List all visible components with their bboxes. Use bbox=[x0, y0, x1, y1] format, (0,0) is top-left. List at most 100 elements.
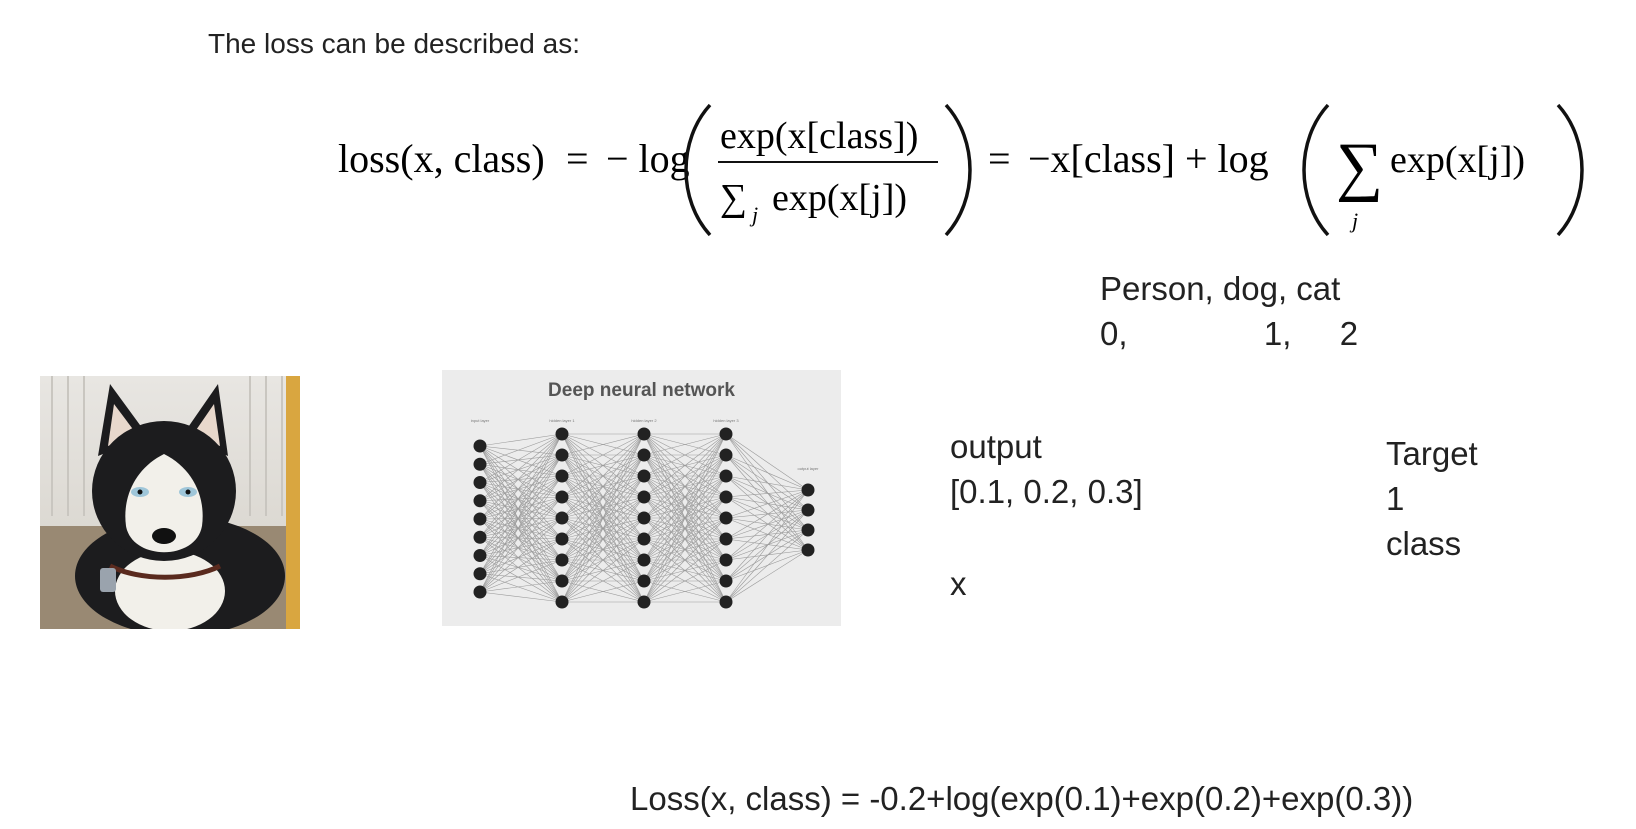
network-edge bbox=[479, 555, 563, 603]
network-edge bbox=[479, 475, 563, 538]
network-edge bbox=[725, 529, 809, 603]
network-edge bbox=[479, 475, 563, 574]
network-edge bbox=[479, 573, 563, 603]
network-node bbox=[555, 490, 569, 504]
network-edge bbox=[725, 538, 809, 551]
network-node bbox=[801, 503, 815, 517]
network-edge bbox=[479, 433, 563, 447]
network-layer-label: hidden layer 2 bbox=[631, 418, 657, 423]
network-edge bbox=[479, 454, 563, 556]
network-edge bbox=[725, 489, 809, 561]
network-layer-label: hidden layer 1 bbox=[549, 418, 575, 423]
formula-sum-rest: exp(x[j]) bbox=[1390, 139, 1525, 181]
network-node bbox=[555, 511, 569, 525]
network-layer-label: input layer bbox=[471, 418, 490, 423]
network-edge bbox=[479, 500, 563, 603]
network-edge bbox=[725, 475, 809, 511]
class-index-person: 0, bbox=[1100, 315, 1128, 352]
formula-sum-symbol: ∑ bbox=[1336, 130, 1383, 203]
network-edge bbox=[725, 517, 809, 551]
network-node bbox=[473, 494, 487, 508]
network-edge bbox=[479, 559, 563, 575]
network-edge bbox=[643, 580, 727, 603]
formula-numerator: exp(x[class]) bbox=[720, 115, 918, 157]
network-edge bbox=[479, 555, 563, 561]
network-edge bbox=[479, 555, 563, 582]
network-edge bbox=[479, 496, 563, 502]
dog-illustration bbox=[40, 376, 300, 629]
formula-lhs: loss(x, class) bbox=[338, 136, 545, 181]
network-edge bbox=[479, 482, 563, 582]
loss-formula: loss(x, class) = − log exp(x[class]) ∑ j… bbox=[338, 100, 1628, 240]
network-node bbox=[719, 427, 733, 441]
network-node bbox=[719, 574, 733, 588]
network-node bbox=[637, 574, 651, 588]
network-edge bbox=[479, 573, 563, 582]
network-edge bbox=[479, 433, 563, 574]
network-edge bbox=[479, 518, 563, 561]
network-node bbox=[555, 427, 569, 441]
network-edge bbox=[479, 517, 563, 593]
network-edge bbox=[725, 496, 809, 551]
network-edge bbox=[725, 529, 809, 582]
network-node bbox=[719, 511, 733, 525]
network-edge bbox=[643, 559, 727, 603]
network-edge bbox=[479, 496, 563, 538]
network-edge bbox=[561, 433, 645, 456]
network-edge bbox=[725, 454, 809, 531]
network-node bbox=[719, 595, 733, 609]
network-edge bbox=[479, 518, 563, 540]
network-edge bbox=[479, 475, 563, 483]
network-edge bbox=[643, 433, 727, 540]
network-edge bbox=[643, 496, 727, 603]
network-edge bbox=[725, 549, 809, 582]
right-paren bbox=[944, 103, 972, 237]
network-edge bbox=[479, 464, 563, 561]
network-edge bbox=[479, 433, 563, 465]
network-edge bbox=[479, 463, 563, 498]
output-variable: x bbox=[950, 565, 967, 602]
network-edge bbox=[725, 529, 809, 561]
network-node bbox=[719, 553, 733, 567]
dog-photo bbox=[40, 376, 300, 629]
network-node bbox=[555, 448, 569, 462]
network-edge bbox=[725, 489, 809, 519]
network-edge bbox=[725, 475, 809, 491]
network-edge bbox=[479, 500, 563, 540]
network-node bbox=[637, 553, 651, 567]
network-node bbox=[719, 490, 733, 504]
network-edge bbox=[479, 454, 563, 483]
network-edge bbox=[479, 454, 563, 502]
network-edge bbox=[725, 433, 809, 491]
network-edge bbox=[479, 500, 563, 519]
network-edge bbox=[479, 445, 563, 540]
class-index-cat: 2 bbox=[1339, 315, 1359, 352]
network-edge bbox=[725, 509, 809, 561]
target-variable: class bbox=[1386, 525, 1462, 562]
network-node bbox=[719, 532, 733, 546]
network-edge bbox=[479, 559, 563, 593]
network-node bbox=[555, 553, 569, 567]
network-edge bbox=[479, 454, 563, 574]
network-edge bbox=[643, 433, 727, 519]
network-edge bbox=[479, 518, 563, 603]
loss-calculation: Loss(x, class) = -0.2+log(exp(0.1)+exp(0… bbox=[630, 780, 1414, 817]
network-edge bbox=[561, 433, 645, 519]
network-node bbox=[555, 469, 569, 483]
network-node bbox=[473, 585, 487, 599]
network-edge bbox=[561, 433, 645, 498]
network-edge bbox=[725, 529, 809, 540]
network-edge bbox=[479, 482, 563, 498]
network-edge bbox=[725, 549, 809, 561]
network-layer-label: hidden layer 3 bbox=[713, 418, 739, 423]
network-edge bbox=[479, 464, 563, 540]
network-edge bbox=[479, 454, 563, 520]
neural-network-diagram: input layer hidden layer 1 hidden layer 2 h… bbox=[442, 370, 841, 626]
network-edge bbox=[479, 538, 563, 575]
right-paren-2 bbox=[1556, 103, 1584, 237]
network-edge bbox=[643, 433, 727, 582]
network-node bbox=[555, 595, 569, 609]
formula-denominator-sum: ∑ bbox=[720, 177, 747, 219]
network-edge bbox=[479, 517, 563, 538]
network-edge bbox=[479, 433, 563, 538]
